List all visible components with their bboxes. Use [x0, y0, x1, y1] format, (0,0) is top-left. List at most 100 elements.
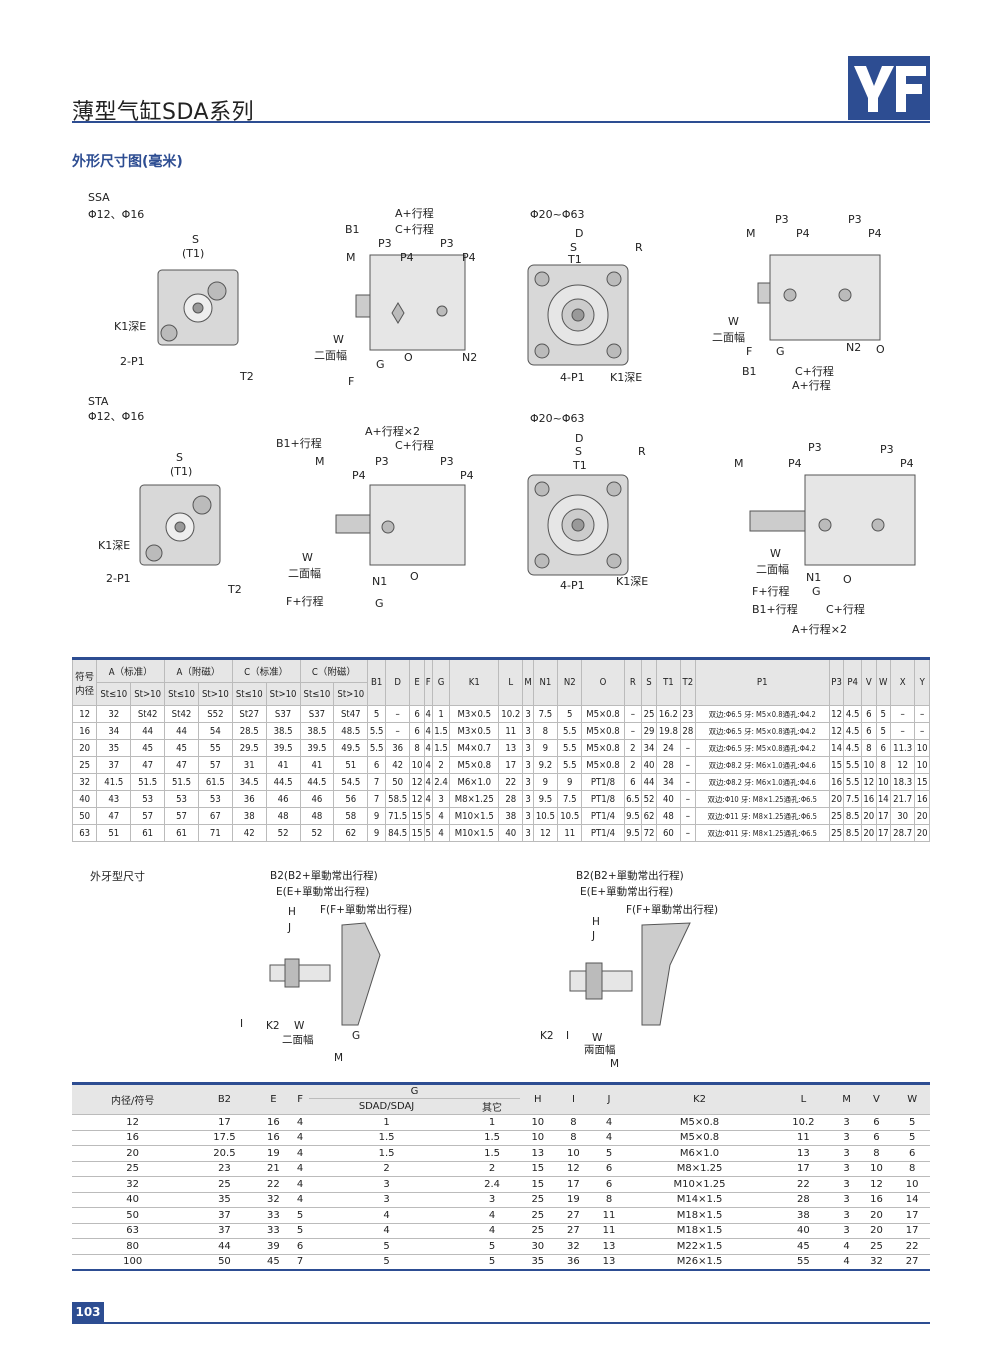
table-cell: 40 — [498, 824, 524, 842]
ssa-P3: P3 — [378, 237, 392, 250]
table-cell: 67 — [197, 807, 233, 825]
table-cell: 10 — [875, 773, 892, 791]
table-cell: 57 — [164, 807, 199, 825]
table-cell: 12 — [71, 705, 98, 723]
table-cell: PT1/8 — [581, 790, 625, 808]
table-cell: 8 — [555, 1130, 592, 1146]
column-header: X — [889, 657, 916, 706]
ext2-K2: K2 — [540, 1030, 554, 1042]
table-cell: 5 — [875, 722, 892, 740]
table-cell: 4 — [309, 1223, 465, 1239]
table-cell: – — [914, 722, 930, 740]
table-cell: 9.5 — [623, 824, 643, 842]
sta-T2: T2 — [227, 583, 242, 596]
table-cell: 4 — [291, 1130, 309, 1146]
table-cell: 3 — [834, 1223, 859, 1239]
table-cell: 4 — [423, 756, 433, 774]
table-cell: M18×1.5 — [626, 1223, 773, 1239]
ext-W: W — [294, 1020, 305, 1032]
ext-thread-drawings: B2(B2+單動常出行程) E(E+單動常出行程) F(F+單動常出行程) H … — [240, 869, 718, 1070]
table-cell: 57 — [130, 807, 166, 825]
subheader-cell: St>10 — [197, 682, 233, 706]
table-cell: 20.5 — [193, 1145, 256, 1162]
table-cell: 1.5 — [431, 739, 451, 757]
table-cell: 20 — [914, 824, 930, 842]
table-cell: 2 — [464, 1161, 520, 1177]
column-header: L — [772, 1082, 835, 1115]
column-header: N2 — [557, 657, 583, 706]
table-cell: M3×0.5 — [449, 705, 500, 723]
table-cell: 4 — [291, 1145, 309, 1162]
table-cell: 6 — [291, 1238, 309, 1255]
table-cell: 8 — [532, 722, 559, 740]
table-cell: 1 — [309, 1114, 465, 1131]
sta2-K1: K1深E — [616, 575, 648, 588]
table-cell: 32 — [71, 773, 98, 791]
column-header: P3 — [828, 657, 845, 706]
table-cell: 19 — [255, 1145, 292, 1162]
sta-size: Φ12、Φ16 — [88, 410, 144, 423]
table-cell: 9 — [532, 739, 559, 757]
ext-B2: B2(B2+單動常出行程) — [270, 869, 378, 882]
table-cell: 3 — [522, 705, 534, 723]
table-cell: 2 — [309, 1161, 465, 1177]
table-cell: St42 — [164, 705, 199, 723]
table-cell: 5 — [464, 1254, 520, 1271]
table-cell: 22 — [255, 1176, 292, 1193]
table-cell: S37 — [265, 705, 301, 723]
ssa2-R: R — [635, 241, 643, 254]
table-cell: 4 — [309, 1207, 465, 1224]
ssa-P4: P4 — [400, 251, 414, 264]
ssa-G: G — [376, 358, 385, 371]
table-cell: 11 — [557, 824, 583, 842]
table-cell: 50 — [71, 807, 98, 825]
column-header: D — [384, 657, 411, 706]
ssa-K1: K1深E — [114, 320, 146, 333]
table-cell: 16 — [861, 790, 877, 808]
table-cell: 15 — [828, 756, 845, 774]
table-cell: 12 — [72, 1114, 194, 1131]
column-header: E — [255, 1082, 292, 1115]
table-cell: 1.5 — [309, 1145, 465, 1162]
table-cell: 3 — [464, 1192, 520, 1208]
table-cell: 51 — [333, 756, 369, 774]
ext-twoface: 二面幅 — [282, 1033, 314, 1046]
table-cell: 50 — [193, 1254, 256, 1271]
column-header: B1 — [367, 657, 386, 706]
column-header: H — [520, 1082, 556, 1115]
table-cell: 10.5 — [532, 807, 559, 825]
table-cell: 40 — [641, 756, 657, 774]
table-cell: 4 — [591, 1114, 627, 1131]
table-cell: 25 — [193, 1176, 256, 1193]
table-cell: 20 — [861, 807, 877, 825]
table-cell: 53 — [164, 790, 199, 808]
sta-W: W — [302, 551, 313, 564]
table-cell: 1.5 — [464, 1130, 520, 1146]
ssa-W: W — [333, 333, 344, 346]
ssa3-W: W — [728, 315, 739, 328]
head-code: 符号 — [75, 671, 95, 683]
table-cell: 28 — [655, 756, 682, 774]
table-cell: 4 — [834, 1254, 859, 1271]
table-cell: M4×0.7 — [449, 739, 500, 757]
table-cell: 44.5 — [265, 773, 301, 791]
table-cell: 4 — [834, 1238, 859, 1255]
table-cell: 15 — [520, 1161, 556, 1177]
table-cell: 35 — [96, 739, 132, 757]
table-cell: 52 — [641, 790, 657, 808]
table-cell: 5 — [894, 1114, 930, 1131]
table-cell: 33 — [255, 1223, 292, 1239]
table-cell: 50 — [72, 1207, 194, 1224]
table-cell: 45 — [772, 1238, 835, 1255]
table-cell: 3 — [522, 722, 534, 740]
table-cell: 双边:Φ6.5 牙: M5×0.8通孔:Φ4.2 — [694, 722, 830, 740]
table-cell: 40 — [655, 790, 682, 808]
table-cell: 25 — [72, 1161, 194, 1177]
table-cell: 38.5 — [265, 722, 301, 740]
table-cell: 16 — [828, 773, 845, 791]
table-cell: 5 — [423, 824, 433, 842]
table-cell: M5×0.8 — [626, 1130, 773, 1146]
